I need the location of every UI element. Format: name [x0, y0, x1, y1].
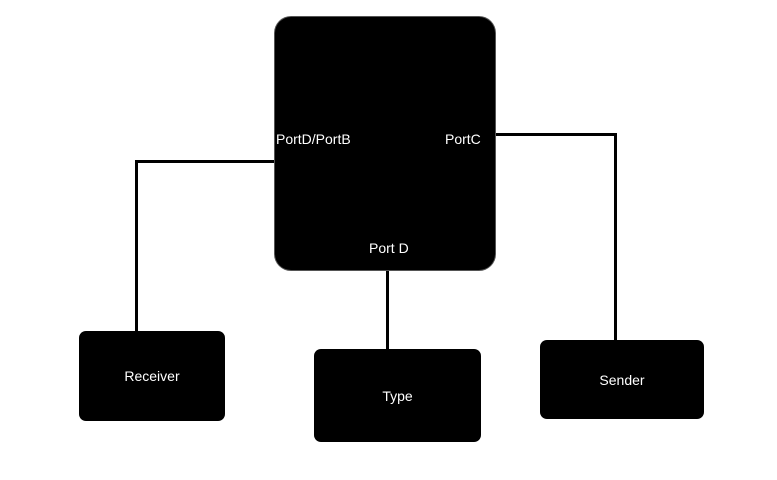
type-block: Type [314, 349, 481, 442]
port-label-right: PortC [445, 131, 481, 147]
sender-wire-vertical [614, 133, 617, 341]
sender-wire-horizontal [494, 133, 617, 136]
main-controller-block: PortD/PortB PortC Port D [275, 17, 495, 270]
type-label: Type [382, 387, 413, 404]
receiver-block: Receiver [79, 331, 225, 421]
sender-block: Sender [540, 340, 704, 419]
receiver-label: Receiver [124, 368, 180, 384]
port-label-bottom: Port D [369, 240, 409, 256]
sender-label: Sender [599, 371, 645, 388]
receiver-wire-vertical [135, 160, 138, 332]
receiver-wire-horizontal [135, 160, 276, 163]
port-label-left: PortD/PortB [276, 131, 351, 147]
type-wire-vertical [386, 269, 389, 350]
